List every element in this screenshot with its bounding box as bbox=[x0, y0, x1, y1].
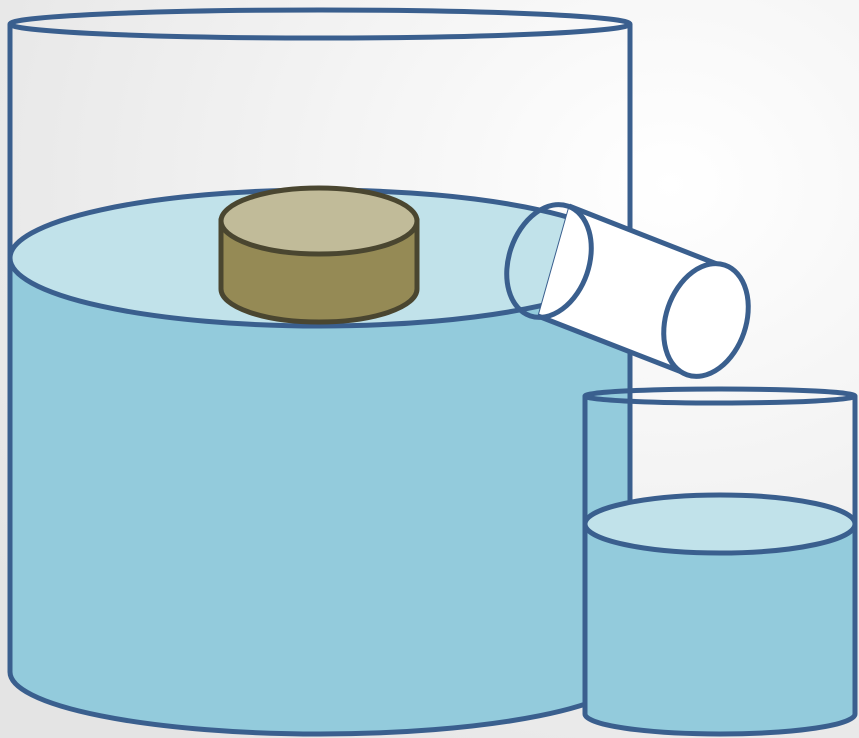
catch-beaker-water bbox=[585, 524, 855, 734]
floating-block-top bbox=[218, 185, 420, 257]
catch-beaker-bottom-rim bbox=[582, 713, 858, 737]
spout-tube-lower-edge bbox=[537, 313, 693, 379]
catch-beaker-water-surface bbox=[582, 492, 858, 556]
spout-tube-inlet bbox=[504, 202, 594, 320]
spout-tube-upper-edge bbox=[568, 203, 723, 269]
spout-tube bbox=[504, 202, 751, 379]
catch-beaker-top-rim bbox=[582, 386, 858, 406]
overflow-can-water bbox=[10, 258, 630, 734]
overflow-can bbox=[7, 7, 633, 737]
overflow-can-top-rim bbox=[7, 7, 633, 41]
catch-beaker bbox=[582, 386, 858, 737]
spout-tube-outlet bbox=[661, 261, 751, 379]
floating-block bbox=[218, 185, 420, 325]
